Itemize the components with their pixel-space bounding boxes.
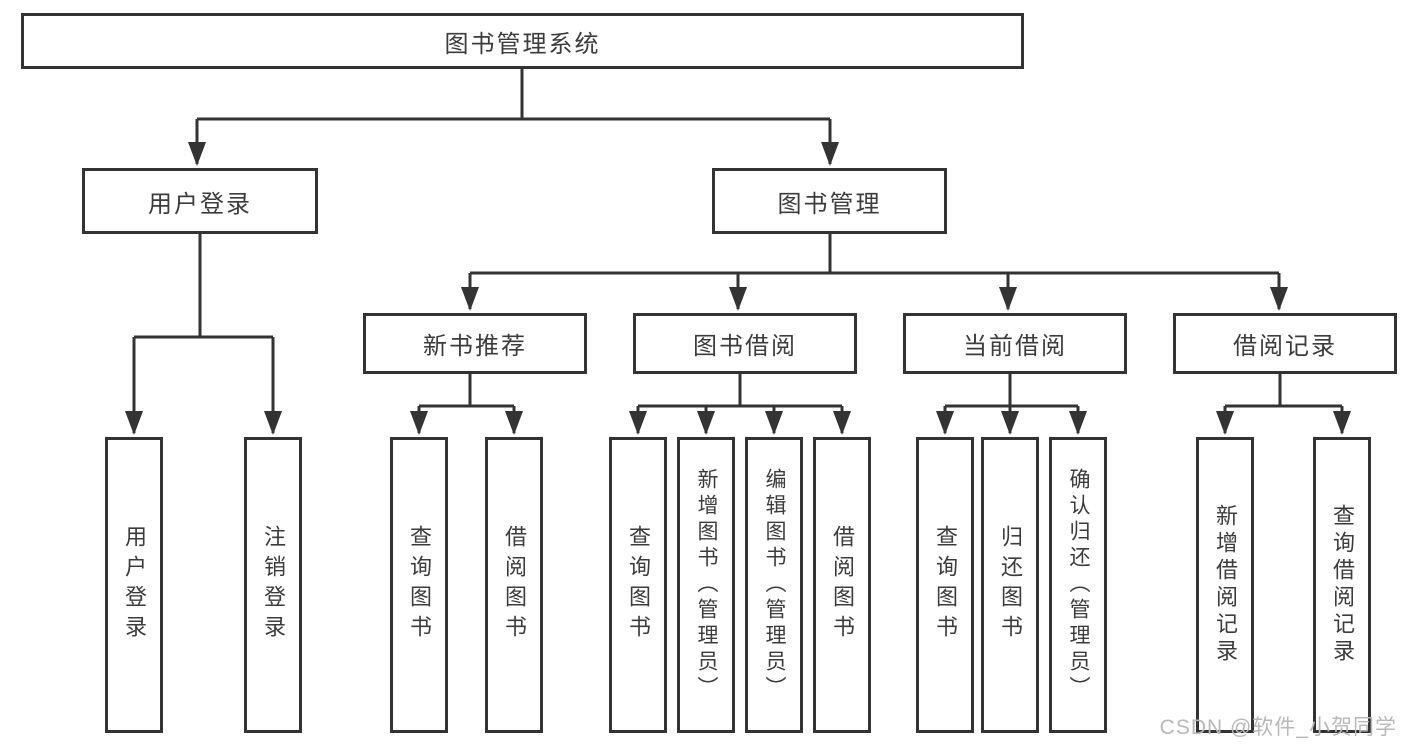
leaf-confirm-return-admin-label: 确认归还（管理员） (1067, 468, 1090, 702)
node-user-login: 用户登录 (82, 168, 318, 234)
leaf-query-books-borrow: 查询图书 (609, 437, 667, 733)
leaf-user-login-label: 用户登录 (122, 525, 147, 645)
node-new-book-recommendation: 新书推荐 (363, 313, 587, 374)
node-current-borrowing: 当前借阅 (903, 313, 1127, 374)
leaf-logout-label: 注销登录 (261, 525, 286, 645)
leaf-confirm-return-admin: 确认归还（管理员） (1049, 437, 1107, 733)
leaf-logout: 注销登录 (244, 437, 302, 733)
leaf-borrow-books: 借阅图书 (813, 437, 871, 733)
leaf-query-borrow-record: 查询借阅记录 (1313, 437, 1371, 733)
leaf-edit-books-admin: 编辑图书（管理员） (745, 437, 803, 733)
leaf-return-books-label: 归还图书 (998, 525, 1023, 645)
node-book-management: 图书管理 (712, 168, 947, 234)
leaf-borrow-books-recommend: 借阅图书 (485, 437, 543, 733)
leaf-add-books-admin-label: 新增图书（管理员） (695, 468, 718, 702)
leaf-query-books-current-label: 查询图书 (933, 525, 958, 645)
node-book-borrowing: 图书借阅 (633, 313, 857, 374)
csdn-watermark: CSDN @软件_小贺同学 (1159, 716, 1397, 739)
leaf-query-books-borrow-label: 查询图书 (626, 525, 651, 645)
leaf-add-books-admin: 新增图书（管理员） (677, 437, 735, 733)
leaf-add-borrow-record-label: 新增借阅记录 (1213, 504, 1238, 666)
leaf-query-books-recommend: 查询图书 (390, 437, 448, 733)
leaf-add-borrow-record: 新增借阅记录 (1196, 437, 1254, 733)
leaf-return-books: 归还图书 (981, 437, 1039, 733)
leaf-borrow-books-recommend-label: 借阅图书 (502, 525, 527, 645)
leaf-user-login: 用户登录 (105, 437, 163, 733)
leaf-query-borrow-record-label: 查询借阅记录 (1330, 504, 1355, 666)
leaf-edit-books-admin-label: 编辑图书（管理员） (763, 468, 786, 702)
leaf-borrow-books-label: 借阅图书 (830, 525, 855, 645)
node-borrowing-records: 借阅记录 (1173, 313, 1397, 374)
node-root: 图书管理系统 (21, 13, 1024, 69)
leaf-query-books-current: 查询图书 (916, 437, 974, 733)
leaf-query-books-recommend-label: 查询图书 (407, 525, 432, 645)
